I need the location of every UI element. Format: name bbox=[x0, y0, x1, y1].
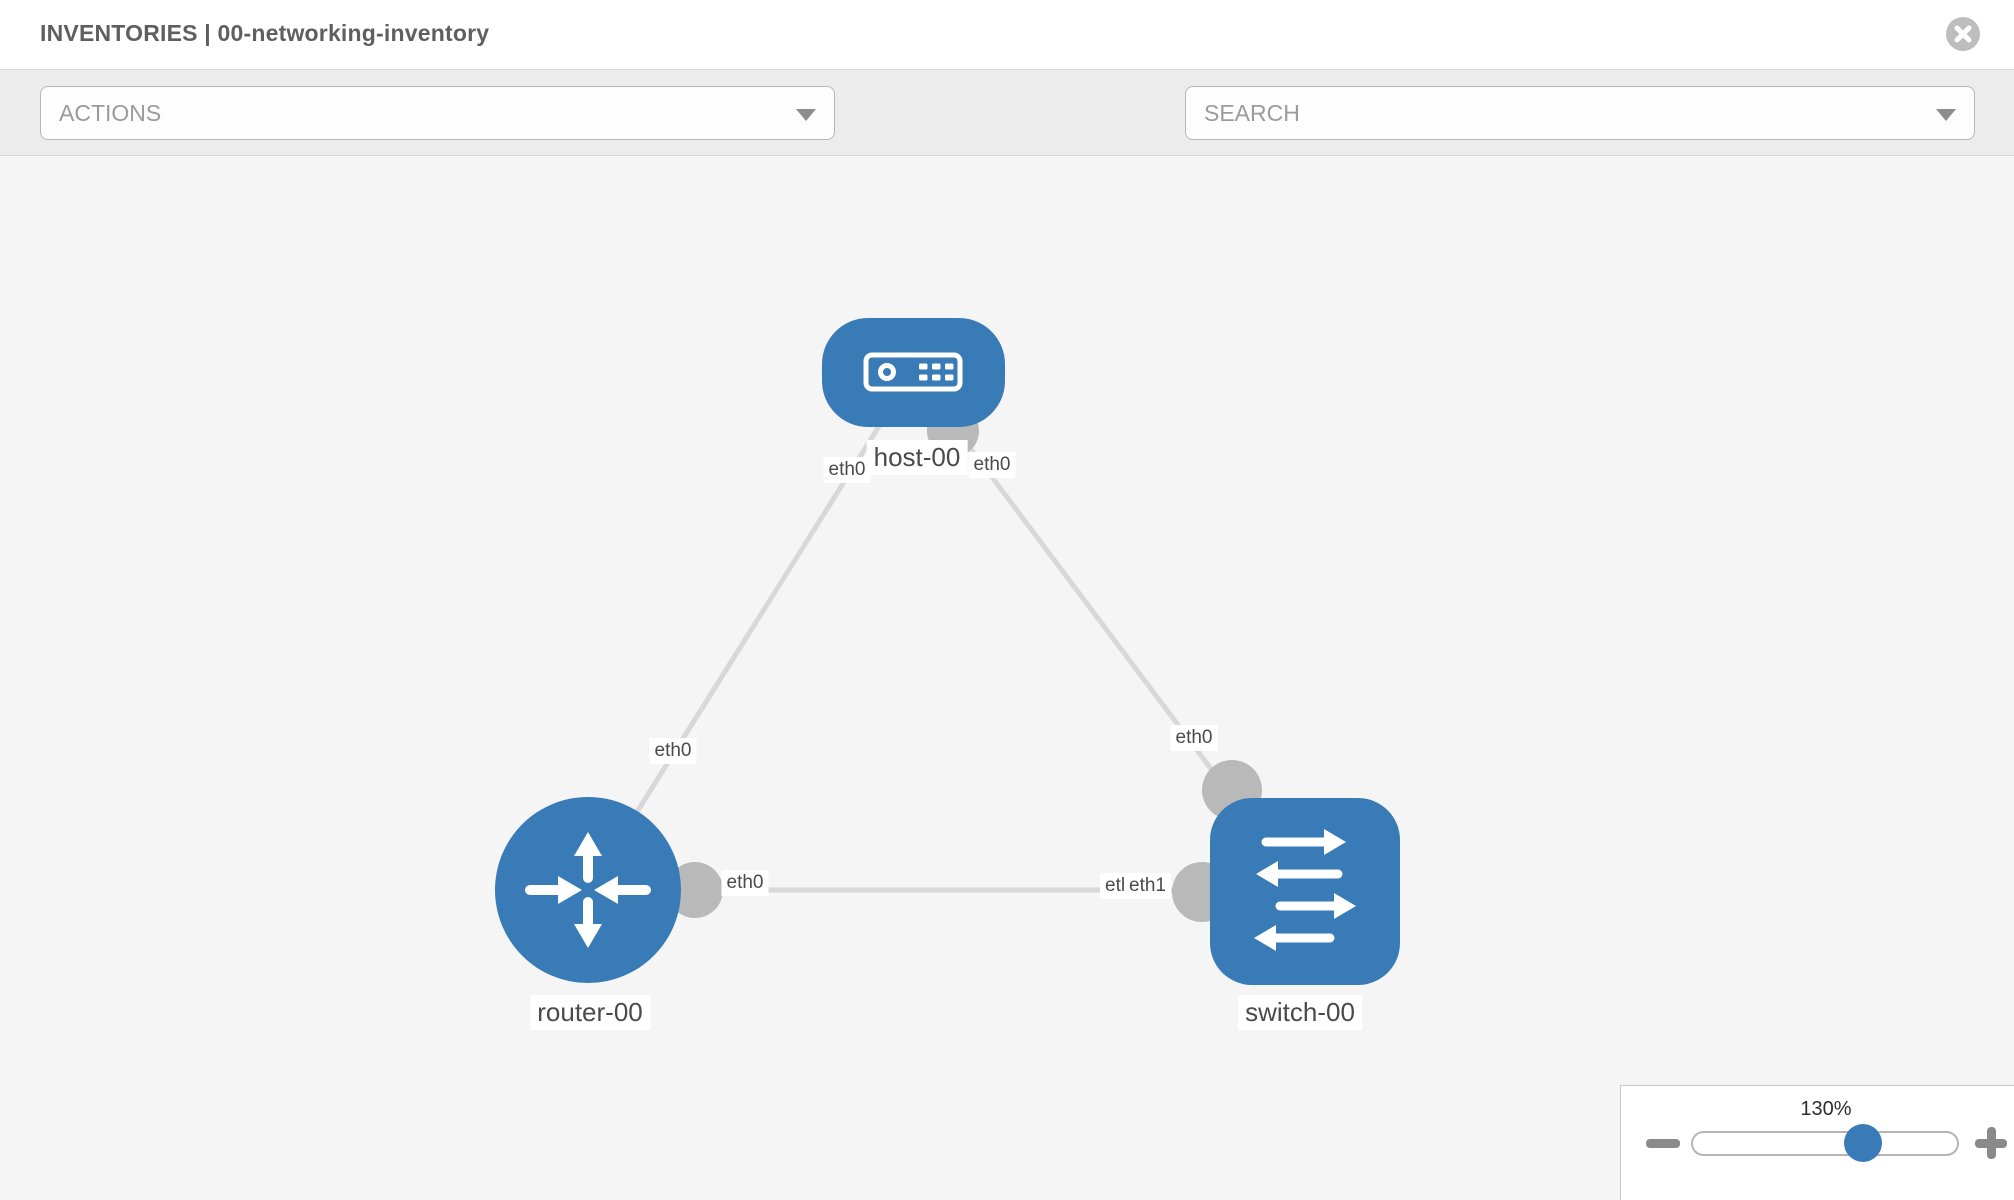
x-glyph bbox=[1954, 25, 1972, 43]
page-title: INVENTORIES | 00-networking-inventory bbox=[40, 20, 490, 46]
server-icon bbox=[863, 352, 963, 392]
chevron-down-icon bbox=[1936, 109, 1956, 121]
node-label-switch: switch-00 bbox=[1238, 995, 1362, 1030]
zoom-out-icon[interactable] bbox=[1646, 1139, 1680, 1148]
actions-dropdown[interactable]: ACTIONS bbox=[40, 86, 835, 140]
actions-dropdown-label: ACTIONS bbox=[59, 100, 162, 126]
topology-graph bbox=[495, 318, 1400, 985]
iface-label-host-right: eth0 bbox=[968, 452, 1016, 478]
switch-arrows-icon bbox=[1254, 829, 1356, 951]
zoom-slider-track[interactable] bbox=[1691, 1131, 1959, 1156]
zoom-panel: 130% bbox=[1620, 1085, 2014, 1200]
iface-label-host-left: eth0 bbox=[823, 457, 871, 483]
header: INVENTORIES | 00-networking-inventory bbox=[0, 0, 2014, 70]
iface-label-router-host-link: eth0 bbox=[649, 738, 697, 764]
iface-label-switch-left: eth1 bbox=[1124, 873, 1171, 899]
chevron-down-icon bbox=[796, 109, 816, 121]
plus-vertical-bar bbox=[1986, 1127, 1996, 1159]
search-dropdown[interactable]: SEARCH bbox=[1185, 86, 1975, 140]
node-host-00[interactable] bbox=[822, 318, 1005, 427]
ports-layer bbox=[667, 405, 1262, 922]
topology-canvas[interactable]: eth0 eth0 eth0 eth0 eth0 eth0 eth1 host-… bbox=[0, 156, 2014, 1200]
router-arrows-icon bbox=[525, 832, 651, 948]
node-router-00[interactable] bbox=[495, 797, 681, 983]
search-dropdown-label: SEARCH bbox=[1204, 100, 1300, 126]
toolbar: ACTIONS SEARCH bbox=[0, 70, 2014, 201]
zoom-level: 130% bbox=[1800, 1098, 1852, 1120]
zoom-slider-handle[interactable] bbox=[1844, 1124, 1882, 1162]
port-dot-router-right bbox=[667, 862, 723, 918]
node-switch-00[interactable] bbox=[1210, 798, 1400, 985]
node-label-router: router-00 bbox=[530, 995, 650, 1030]
iface-label-switch-top: eth0 bbox=[1170, 725, 1218, 751]
close-icon[interactable] bbox=[1946, 17, 1980, 51]
iface-label-router-right: eth0 bbox=[721, 870, 769, 896]
zoom-in-icon[interactable] bbox=[1973, 1125, 2009, 1161]
node-label-host: host-00 bbox=[866, 440, 968, 475]
